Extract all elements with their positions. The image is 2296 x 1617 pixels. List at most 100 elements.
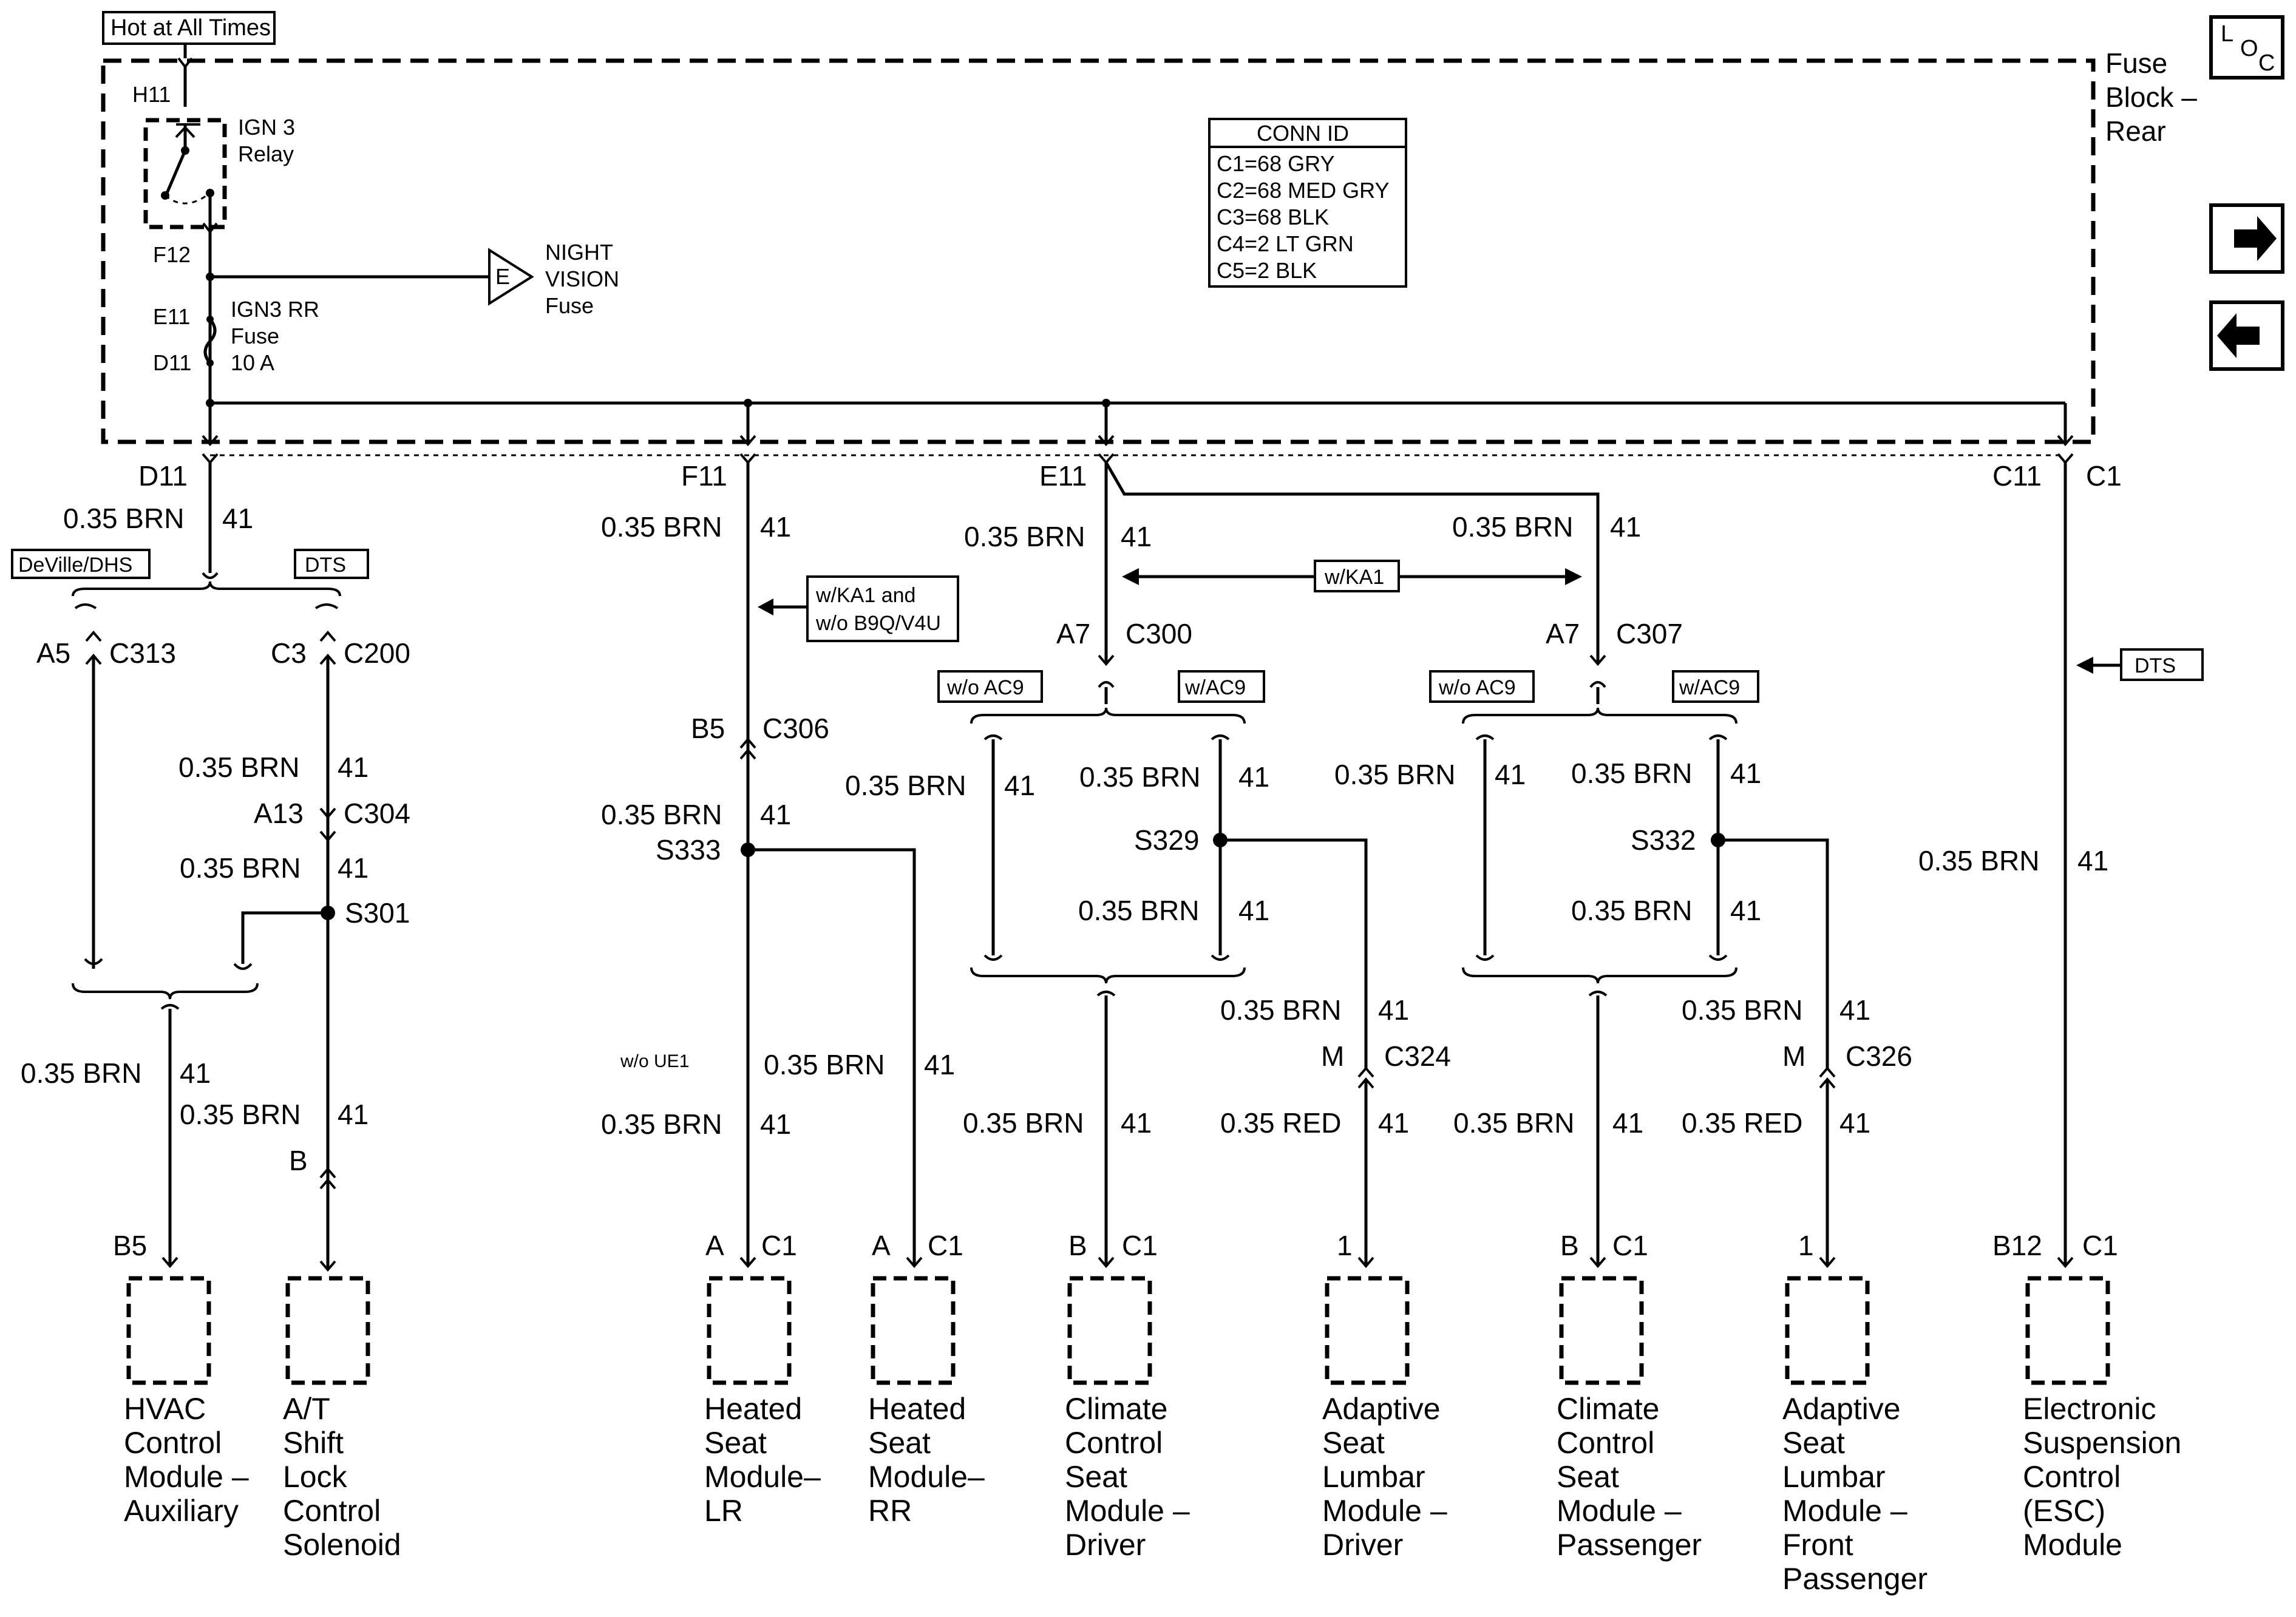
svg-text:O: O — [2240, 36, 2258, 61]
svg-text:Climate: Climate — [1065, 1392, 1167, 1426]
conn-id-table: CONN ID C1=68 GRY C2=68 MED GRY C3=68 BL… — [1208, 118, 1407, 288]
heated-seat-module-lr-box[interactable] — [707, 1276, 792, 1385]
connector-b5: B5 — [691, 713, 725, 744]
svg-text:Shift: Shift — [283, 1426, 344, 1460]
esc-module-box[interactable] — [2025, 1276, 2110, 1385]
fuse-label-line2: Fuse — [231, 324, 279, 348]
svg-text:Auxiliary: Auxiliary — [124, 1494, 239, 1528]
wire-label: 0.35 BRN — [1334, 759, 1455, 790]
circuit-label: 41 — [2077, 845, 2108, 876]
wire-label: 0.35 BRN — [1918, 845, 2039, 876]
ign3-rr-fuse-symbol — [203, 318, 217, 364]
circuit-label: 41 — [1238, 895, 1269, 926]
adaptive-lumbar-module-passenger-box[interactable] — [1785, 1276, 1870, 1385]
connector-c304: C304 — [344, 798, 410, 829]
circuit-label: 41 — [1378, 994, 1409, 1026]
option-wo-ac9-label: w/o AC9 — [946, 676, 1024, 699]
pin-1: 1 — [1337, 1230, 1353, 1261]
option-ka1-box — [1314, 560, 1400, 592]
svg-text:(ESC): (ESC) — [2023, 1494, 2105, 1528]
climate-seat-module-driver-box[interactable] — [1067, 1276, 1152, 1385]
svg-text:Seat: Seat — [868, 1426, 931, 1460]
circuit-label: 41 — [180, 1057, 211, 1089]
circuit-label: 41 — [1730, 758, 1761, 789]
option-w-ac9-label: w/AC9 — [1679, 676, 1740, 699]
wire-label: 0.35 BRN — [601, 799, 722, 830]
svg-text:Passenger: Passenger — [1782, 1562, 1927, 1596]
svg-text:Lumbar: Lumbar — [1322, 1460, 1425, 1494]
option-dts-box — [2120, 648, 2204, 681]
relay-label-line1: IGN 3 — [238, 115, 295, 140]
wire-label: 0.35 BRN — [845, 770, 966, 801]
relay-pin-h11: H11 — [132, 82, 171, 107]
adaptive-lumbar-module-driver-box[interactable] — [1325, 1276, 1410, 1385]
circuit-label: 41 — [1612, 1107, 1643, 1139]
conn-id-title: CONN ID — [1257, 121, 1349, 146]
fuse-block-label-line2: Block – — [2105, 81, 2197, 113]
connector-c200: C200 — [344, 637, 410, 669]
circuit-label: 41 — [1839, 1107, 1870, 1139]
fuse-label-line3: 10 A — [231, 350, 274, 375]
night-vision-symbol: E — [495, 264, 510, 289]
circuit-label: 41 — [760, 1108, 791, 1140]
splice-s329-label: S329 — [1134, 824, 1199, 856]
option-deville-box — [11, 549, 151, 579]
connector-m: M — [1321, 1040, 1344, 1072]
pin-a: A — [872, 1230, 891, 1261]
svg-text:Module –: Module – — [1782, 1494, 1907, 1528]
svg-text:Solenoid: Solenoid — [283, 1528, 401, 1562]
wire-label: 0.35 BRN — [1453, 1107, 1574, 1139]
circuit-label: 41 — [760, 799, 791, 830]
option-ka1-b9q-line2: w/o B9Q/V4U — [815, 612, 941, 635]
pin-c1: C1 — [761, 1230, 797, 1261]
wire-label: 0.35 BRN — [180, 852, 301, 884]
circuit-label: 41 — [338, 751, 369, 783]
component-climate-passenger-name: Climate Control Seat Module – Passenger — [1557, 1392, 1702, 1562]
wire-label: 0.35 BRN — [1220, 994, 1341, 1026]
pin-c1: C1 — [1122, 1230, 1158, 1261]
fuse-block-label-line1: Fuse — [2105, 47, 2167, 79]
svg-text:L: L — [2221, 21, 2233, 47]
svg-text:Suspension: Suspension — [2023, 1426, 2181, 1460]
svg-text:Control: Control — [2023, 1460, 2121, 1494]
previous-page-arrow-icon[interactable] — [2209, 300, 2284, 371]
fuse-pin-e11: E11 — [153, 304, 190, 329]
wire-label: 0.35 BRN — [63, 503, 184, 534]
hvac-control-module-box[interactable] — [126, 1276, 211, 1385]
option-deville-label: DeVille/DHS — [18, 554, 132, 577]
wire-label: 0.35 BRN — [601, 511, 722, 543]
circuit-label: 41 — [222, 503, 253, 534]
connector-m: M — [1782, 1040, 1805, 1072]
connector-b: B — [289, 1145, 308, 1176]
connector-c306: C306 — [763, 713, 829, 744]
heated-seat-module-rr-box[interactable] — [871, 1276, 956, 1385]
wire-label: 0.35 BRN — [764, 1049, 885, 1080]
connector-c324: C324 — [1384, 1040, 1451, 1072]
svg-text:Front: Front — [1782, 1528, 1853, 1562]
wire-label: 0.35 BRN — [1079, 761, 1200, 793]
climate-seat-module-passenger-box[interactable] — [1559, 1276, 1644, 1385]
option-dts-label: DTS — [2135, 654, 2176, 677]
at-shift-lock-solenoid-box[interactable] — [285, 1276, 370, 1385]
circuit-label: 41 — [1121, 1107, 1152, 1139]
pin-b: B — [1068, 1230, 1087, 1261]
svg-text:Module–: Module– — [868, 1460, 985, 1494]
conn-id-row: C1=68 GRY — [1217, 151, 1334, 176]
night-vision-label-line2: VISION — [545, 266, 619, 291]
pin-1: 1 — [1798, 1230, 1814, 1261]
connector-c326: C326 — [1846, 1040, 1912, 1072]
connector-a7: A7 — [1546, 618, 1580, 649]
connector-c300: C300 — [1126, 618, 1192, 649]
location-icon[interactable]: L O C — [2209, 15, 2284, 80]
svg-text:RR: RR — [868, 1494, 912, 1528]
fuse-block-boundary — [101, 58, 2096, 444]
component-at-shift-name: A/T Shift Lock Control Solenoid — [283, 1392, 401, 1562]
next-page-arrow-icon[interactable] — [2209, 203, 2284, 274]
wire-label: 0.35 BRN — [963, 1107, 1084, 1139]
svg-text:Control: Control — [124, 1426, 222, 1460]
circuit-label: 41 — [1121, 521, 1152, 552]
svg-text:Adaptive: Adaptive — [1782, 1392, 1901, 1426]
circuit-label: 41 — [1495, 759, 1526, 790]
wire-label: 0.35 BRN — [1452, 511, 1573, 543]
